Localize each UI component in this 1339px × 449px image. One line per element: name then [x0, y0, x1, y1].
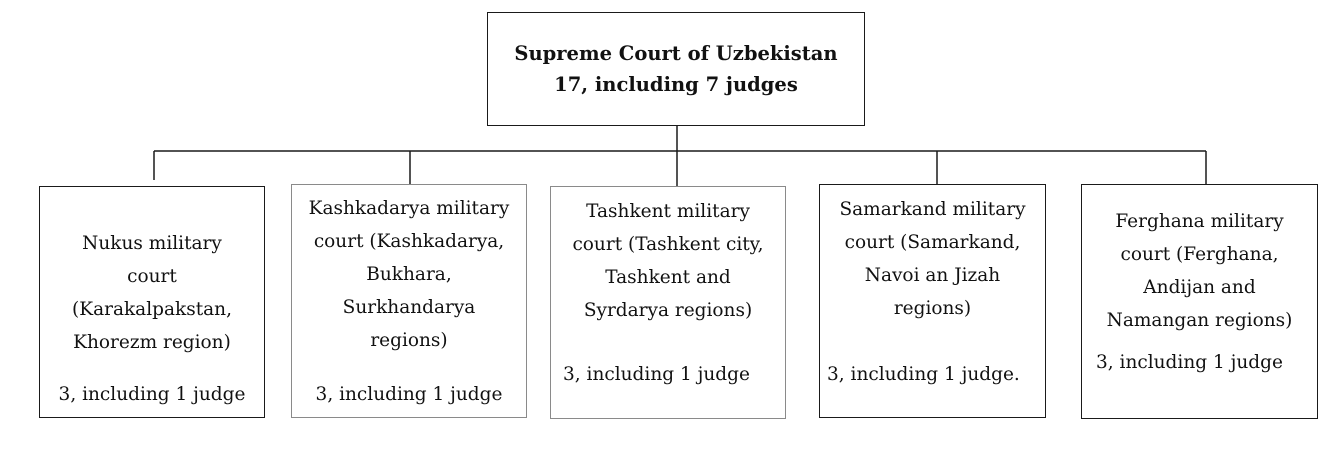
- supreme-court-box: Supreme Court of Uzbekistan 17, includin…: [487, 12, 865, 126]
- court-box-kashkadarya: Kashkadarya military court (Kashkadarya,…: [291, 184, 527, 418]
- court-staff: 3, including 1 judge: [563, 364, 750, 385]
- court-name-line: Tashkent and: [605, 267, 731, 288]
- supreme-court-title: Supreme Court of Uzbekistan: [514, 42, 838, 65]
- court-name-line: court: [127, 266, 177, 287]
- court-name-line: Nukus military: [82, 233, 222, 254]
- court-box-tashkent: Tashkent military court (Tashkent city, …: [550, 186, 786, 419]
- court-name: Tashkent military court (Tashkent city, …: [555, 195, 781, 327]
- court-name-line: Syrdarya regions): [583, 300, 753, 321]
- court-name: Ferghana military court (Ferghana, Andij…: [1086, 205, 1313, 337]
- court-name-line: regions): [370, 330, 448, 351]
- court-name-line: Andijan and: [1143, 277, 1256, 298]
- court-name-line: regions): [893, 298, 972, 319]
- supreme-court-staff: 17, including 7 judges: [554, 73, 798, 96]
- court-staff: 3, including 1 judge: [58, 384, 246, 405]
- court-name-line: court (Tashkent city,: [572, 234, 764, 255]
- court-name-line: court (Ferghana,: [1120, 244, 1279, 265]
- court-name-line: court (Samarkand,: [844, 232, 1021, 253]
- court-name-line: Kashkadarya military: [308, 198, 510, 219]
- court-name-line: Navoi an Jizah: [864, 265, 1001, 286]
- court-name-line: court (Kashkadarya,: [313, 231, 505, 252]
- court-name-line: (Karakalpakstan,: [72, 299, 232, 320]
- court-staff: 3, including 1 judge.: [827, 364, 1020, 385]
- court-name: Nukus military court (Karakalpakstan, Kh…: [44, 227, 260, 359]
- court-box-nukus: Nukus military court (Karakalpakstan, Kh…: [39, 186, 265, 418]
- court-name-line: Bukhara,: [366, 264, 452, 285]
- court-name: Kashkadarya military court (Kashkadarya,…: [296, 192, 522, 357]
- court-staff: 3, including 1 judge: [315, 384, 503, 405]
- court-name-line: Tashkent military: [586, 201, 750, 222]
- court-box-ferghana: Ferghana military court (Ferghana, Andij…: [1081, 184, 1318, 419]
- court-box-samarkand: Samarkand military court (Samarkand, Nav…: [819, 184, 1046, 418]
- court-staff: 3, including 1 judge: [1096, 352, 1283, 373]
- court-name-line: Surkhandarya: [342, 297, 476, 318]
- court-name-line: Ferghana military: [1115, 211, 1284, 232]
- court-name-line: Namangan regions): [1106, 310, 1293, 331]
- court-name-line: Samarkand military: [839, 199, 1026, 220]
- court-name: Samarkand military court (Samarkand, Nav…: [824, 193, 1041, 325]
- court-name-line: Khorezm region): [73, 332, 231, 353]
